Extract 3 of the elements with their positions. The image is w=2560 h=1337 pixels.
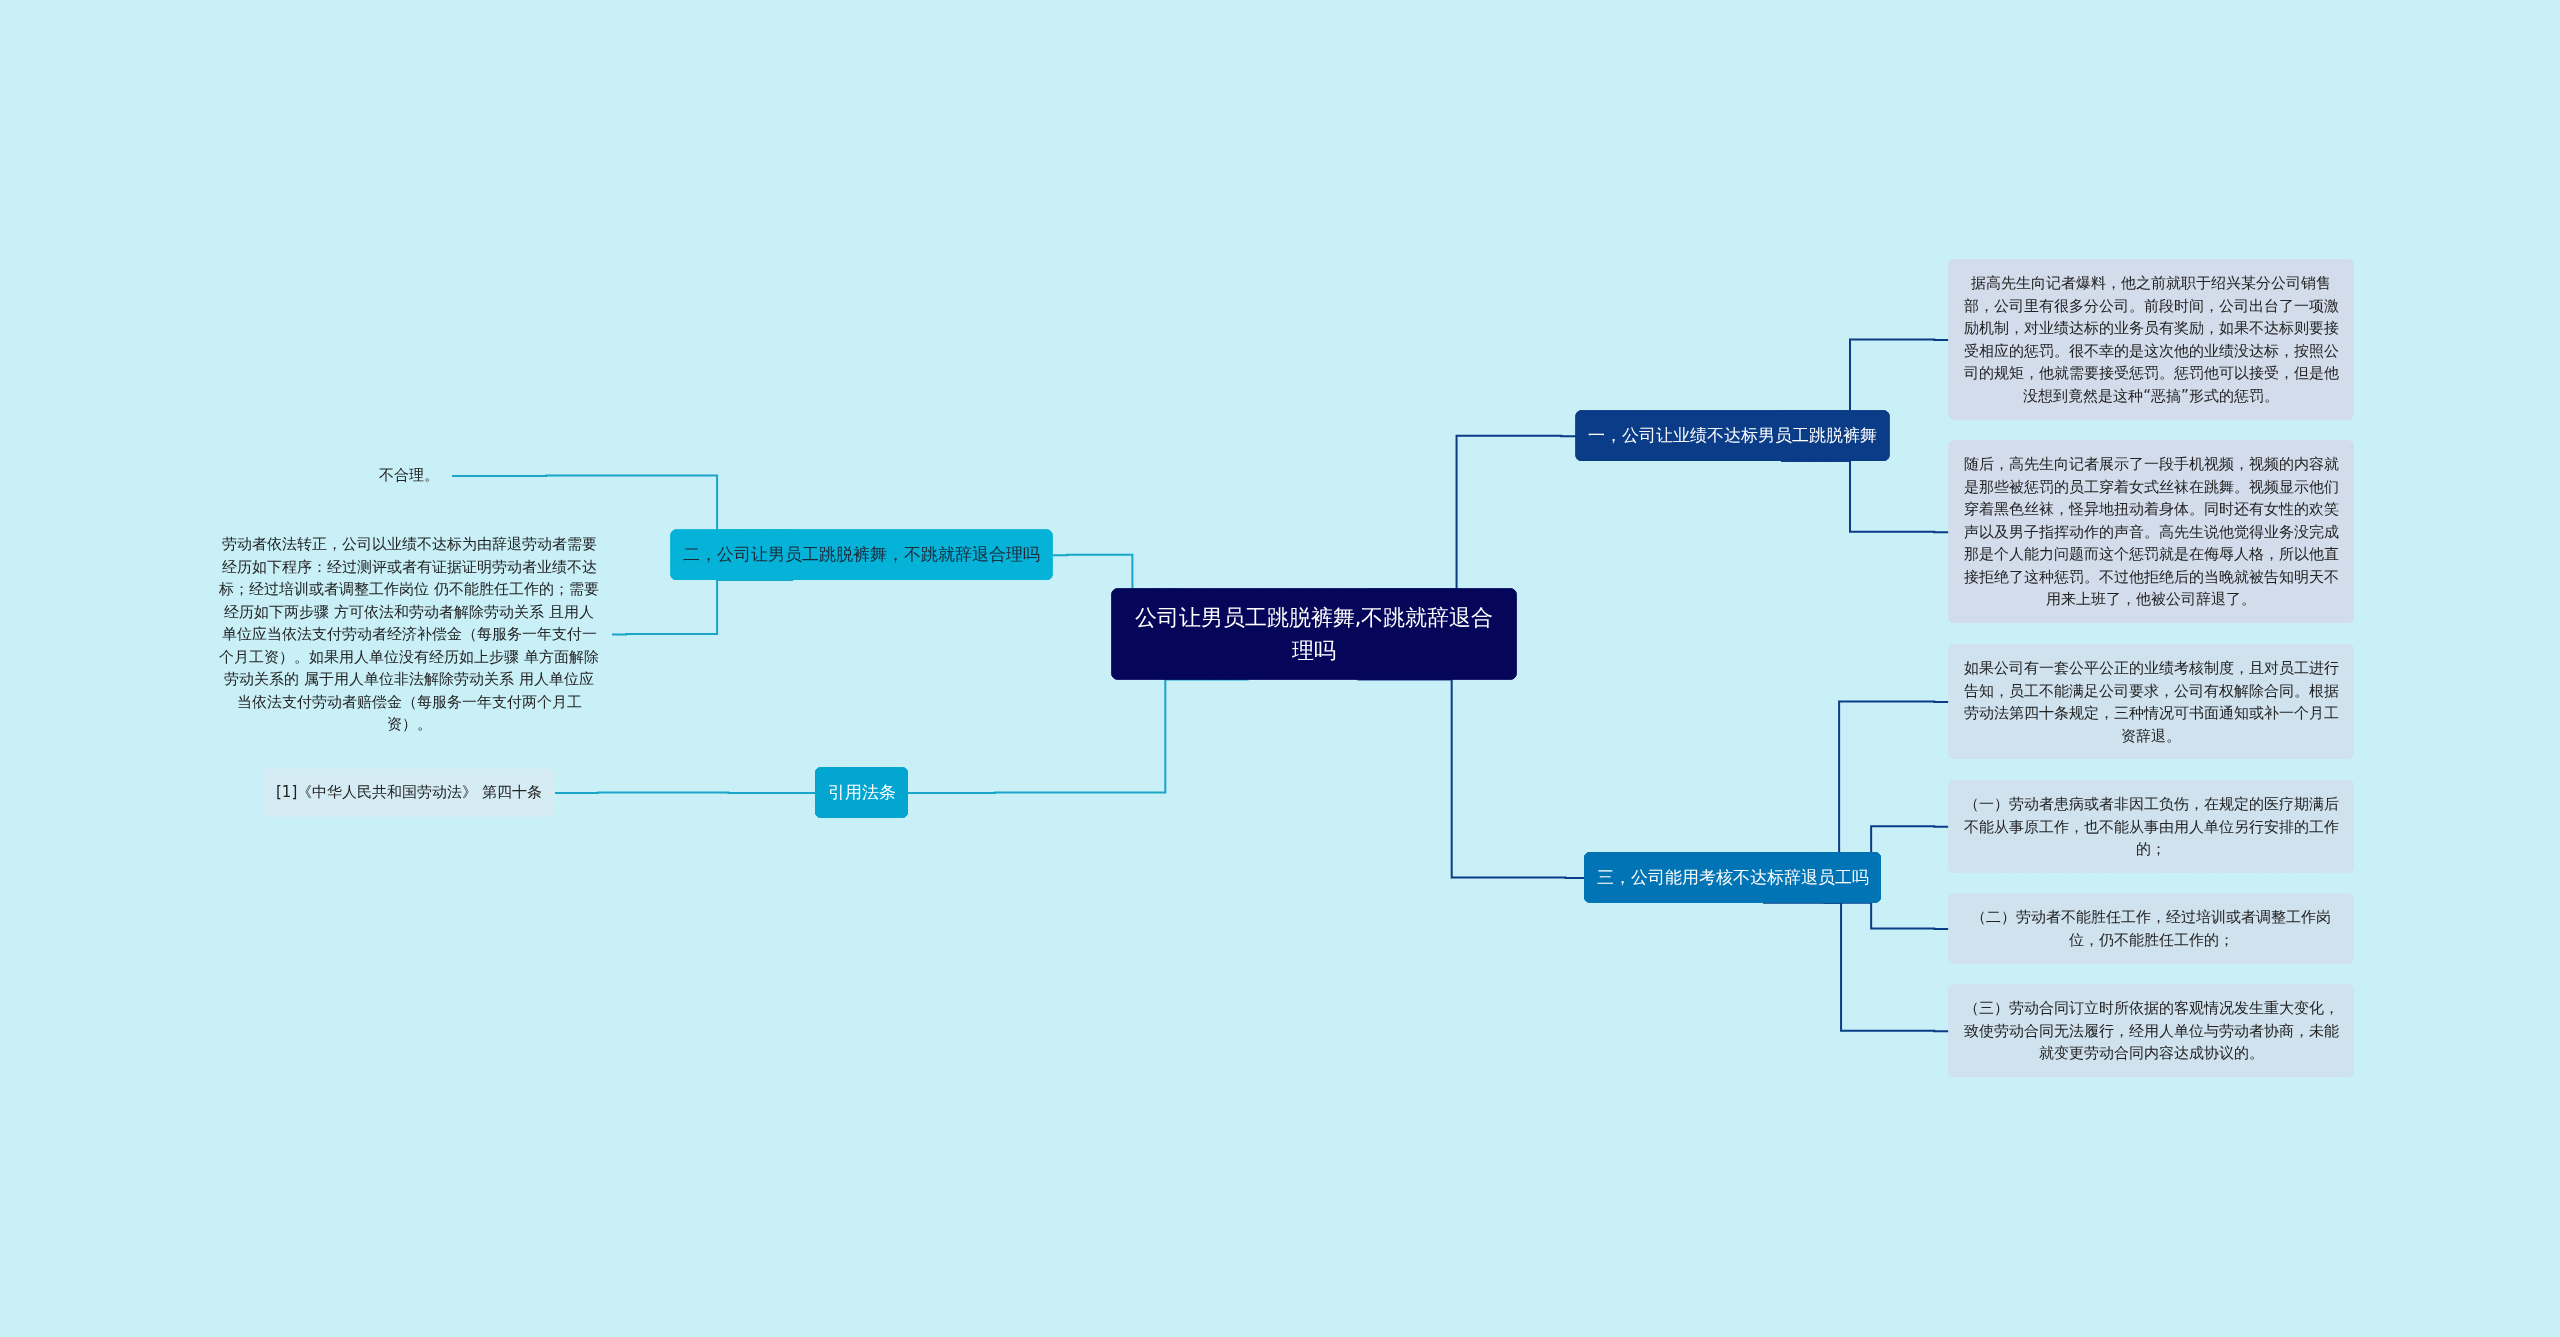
node-text: 劳动者依法转正，公司以业绩不达标为由辞退劳动者需要经历如下程序：经过测评或者有证据证明劳动者业绩不达标；经过培训或者调整工作岗位 仍不能胜任工作的；需要经历如下两步骤 方可依法和劳动者解除劳动关系 且用人单位应当依法支付劳动者经济补偿金（每服务一年支付一个月工资）。如果用人单位没有经历如上步骤 单方面解除劳动关系的 属于用人单位非法解除劳动关系 用人单位应当依法支付劳动者赔偿金（每服务一年支付两个月工资）。 bbox=[219, 535, 599, 733]
node-text: 不合理。 bbox=[379, 466, 439, 485]
connector bbox=[553, 791, 817, 795]
